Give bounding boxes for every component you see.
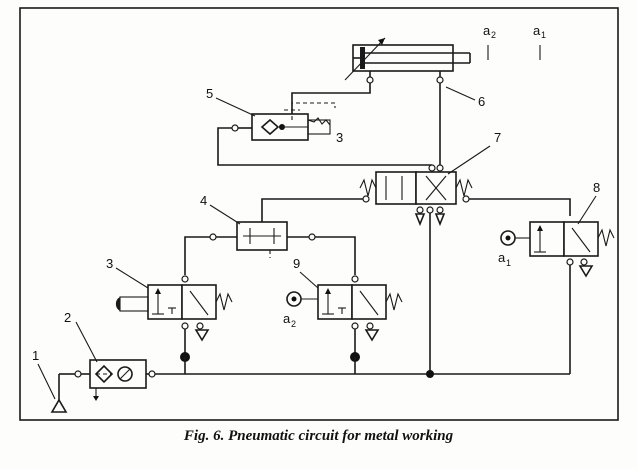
label-4: 4 [200,193,207,208]
quick-exhaust-valve-5 [217,102,432,166]
label-a2-valve: a [283,311,291,326]
label-6: 6 [478,94,485,109]
shuttle-valve-4 [184,221,356,275]
label-a1-valve: a [498,250,506,265]
figure-caption: Fig. 6. Pneumatic circuit for metal work… [183,428,454,444]
roller-valve-8 [500,221,615,374]
label-9: 9 [293,256,300,271]
label-a1-valve-sub: 1 [506,258,511,268]
limit-switch-markers: a 2 a 1 [483,23,546,60]
label-a2-valve-sub: 2 [291,319,296,329]
roller-valve-9 [286,275,403,362]
label-a2-top-sub: 2 [491,30,496,40]
label-8: 8 [593,180,600,195]
double-acting-cylinder [344,37,471,84]
label-3: 3 [106,256,113,271]
label-3-top: 3 [336,130,343,145]
label-5: 5 [206,86,213,101]
main-directional-valve-7 [359,164,473,227]
push-button-valve-3 [115,275,233,362]
label-a1-top: a [533,23,541,38]
air-supply-1 [50,370,82,413]
label-2: 2 [64,310,71,325]
filter-regulator-unit-2 [81,359,156,401]
label-7: 7 [494,130,501,145]
diagram-frame [19,7,619,421]
label-a1-top-sub: 1 [541,30,546,40]
label-1: 1 [32,348,39,363]
label-a2-top: a [483,23,491,38]
